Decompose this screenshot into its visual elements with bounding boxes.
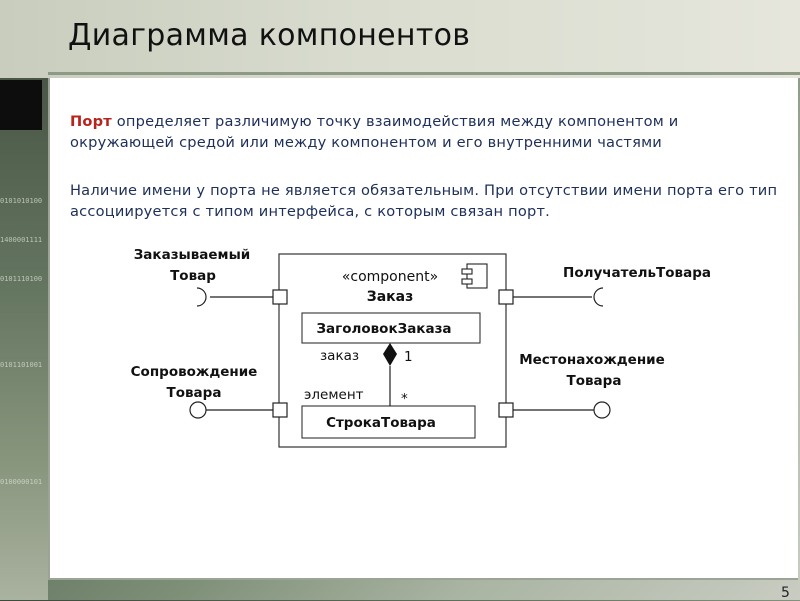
part-order-header-label: ЗаголовокЗаказа xyxy=(316,321,451,337)
port-bottom-right-label-line2: Товара xyxy=(567,373,622,389)
binary-decor: 0100000101 xyxy=(0,478,43,486)
component-icon xyxy=(461,263,488,289)
port-top-right xyxy=(498,289,514,305)
paragraph-port-name: Наличие имени у порта не является обязат… xyxy=(70,182,778,220)
dark-block xyxy=(0,80,42,130)
role-order-label: заказ xyxy=(320,348,359,364)
provided-interface-lollipop xyxy=(189,401,207,419)
multiplicity-many: * xyxy=(401,391,408,407)
required-interface-socket xyxy=(593,287,604,307)
binary-decor: 0101010100 xyxy=(0,197,43,205)
provided-interface-lollipop xyxy=(593,401,611,419)
paragraph-port-text: определяет различимую точку взаимодейств… xyxy=(70,113,679,151)
port-top-right-label: ПолучательТовара xyxy=(563,265,711,281)
composition-diamond xyxy=(383,343,397,366)
binary-decor: 1400001111 xyxy=(0,236,43,244)
binary-decor: 0101101001 xyxy=(0,361,43,369)
role-element-label: элемент xyxy=(304,387,364,403)
keyword-port: Порт xyxy=(70,113,112,130)
paragraph-port-definition: Порт определяет различимую точку взаимод… xyxy=(70,111,785,153)
port-bottom-left-label-line2: Товара xyxy=(167,385,222,401)
slide-title: Диаграмма компонентов xyxy=(68,18,471,53)
port-top-left-label-line1: Заказываемый xyxy=(134,247,251,263)
required-interface-socket xyxy=(196,287,207,307)
left-decor-strip xyxy=(0,78,48,600)
port-bottom-right xyxy=(498,402,514,418)
part-order-header xyxy=(301,312,481,344)
title-underline xyxy=(48,72,800,75)
port-bottom-left xyxy=(272,402,288,418)
part-order-line xyxy=(301,405,476,439)
multiplicity-one: 1 xyxy=(404,349,413,365)
part-order-line-label: СтрокаТовара xyxy=(326,415,436,431)
port-top-left xyxy=(272,289,288,305)
binary-decor: 0101110100 xyxy=(0,275,43,283)
page-number: 5 xyxy=(781,585,790,601)
port-bottom-left-label-line1: Сопровождение xyxy=(131,364,258,380)
component-name: Заказ xyxy=(367,289,413,305)
title-band xyxy=(0,0,800,78)
stereotype-label: «component» xyxy=(342,269,438,285)
port-bottom-right-label-line1: Местонахождение xyxy=(519,352,665,368)
port-top-left-label-line2: Товар xyxy=(170,268,216,284)
